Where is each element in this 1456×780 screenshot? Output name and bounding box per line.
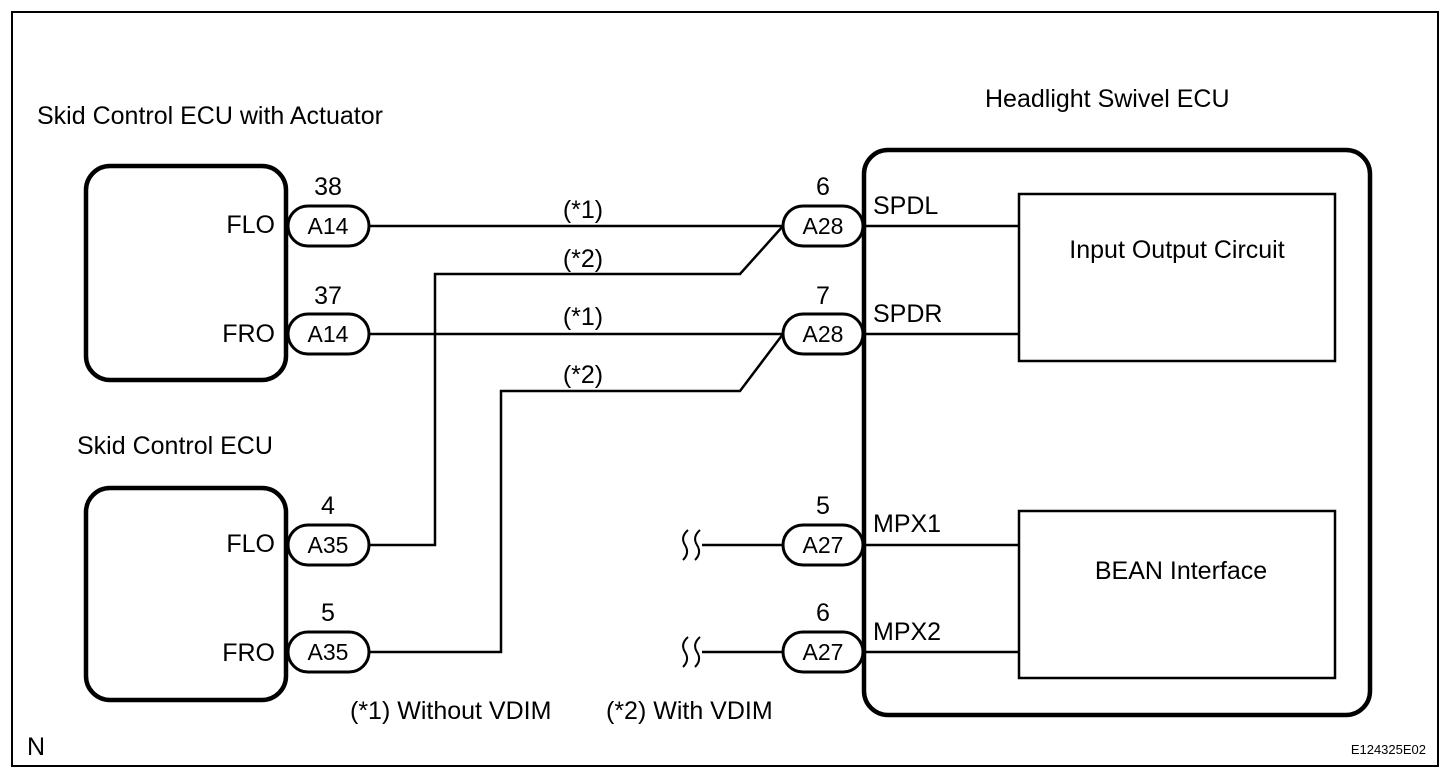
- skid-actuator-ecu-box: [83, 163, 289, 383]
- bean-interface-label: BEAN Interface: [1095, 557, 1267, 585]
- legend-without-vdim: (*1) Without VDIM: [350, 697, 551, 725]
- connector-code: A28: [803, 321, 844, 347]
- wire-break-icon: [682, 529, 701, 561]
- connector-pin-number: 5: [816, 492, 830, 520]
- connector-code: A14: [308, 213, 349, 239]
- connector-a35-4: 4 A35: [286, 492, 371, 567]
- connector-a35-5: 5 A35: [286, 599, 371, 674]
- wire-note-with-vdim: (*2): [563, 245, 603, 273]
- connector-pin-number: 4: [321, 492, 335, 520]
- connector-code: A14: [308, 321, 349, 347]
- skid-ecu-title: Skid Control ECU: [77, 432, 273, 460]
- wires: [369, 224, 1019, 654]
- connector-body: [286, 523, 371, 567]
- connector-a28-7: 7 A28: [781, 282, 865, 356]
- connector-body: [286, 312, 371, 356]
- connector-code: A27: [803, 639, 844, 665]
- wire-fro-vdim: [369, 333, 784, 654]
- connector-pin-number: 6: [816, 599, 830, 627]
- corner-letter: N: [27, 733, 45, 761]
- connector-a27-5: 5 A27: [781, 492, 865, 567]
- pin-label-spdr: SPDR: [873, 300, 942, 328]
- connector-body: [286, 630, 371, 674]
- skid-actuator-ecu-title: Skid Control ECU with Actuator: [37, 102, 383, 130]
- connector-body: [781, 630, 865, 674]
- connector-body: [781, 312, 865, 356]
- connector-body: [286, 204, 371, 248]
- connector-code: A35: [308, 532, 349, 558]
- connector-code: A27: [803, 532, 844, 558]
- pin-label-flo: FLO: [226, 530, 275, 558]
- pin-label-fro: FRO: [222, 639, 275, 667]
- wire-note-without-vdim: (*1): [563, 196, 603, 224]
- connector-pin-number: 38: [314, 173, 342, 201]
- wire-note-with-vdim: (*2): [563, 361, 603, 389]
- connector-a14-37: 37 A14: [286, 282, 371, 356]
- diagram-frame: [11, 11, 1439, 767]
- wire-break-icon: [682, 636, 701, 668]
- pin-label-flo: FLO: [226, 211, 275, 239]
- pin-label-spdl: SPDL: [873, 192, 938, 220]
- legend-with-vdim: (*2) With VDIM: [606, 697, 773, 725]
- input-output-circuit-label: Input Output Circuit: [1069, 236, 1284, 264]
- wire-note-without-vdim: (*1): [563, 303, 603, 331]
- connector-code: A28: [803, 213, 844, 239]
- connector-code: A35: [308, 639, 349, 665]
- connector-a27-6: 6 A27: [781, 599, 865, 674]
- connector-body: [781, 523, 865, 567]
- connector-pin-number: 5: [321, 599, 335, 627]
- wire-flo-vdim: [369, 225, 784, 547]
- pin-label-mpx1: MPX1: [873, 510, 941, 538]
- connector-body: [781, 204, 865, 248]
- headlight-swivel-ecu-title: Headlight Swivel ECU: [985, 85, 1230, 113]
- bean-interface-block: [1017, 509, 1337, 680]
- skid-ecu-box: [83, 485, 289, 703]
- pin-label-fro: FRO: [222, 320, 275, 348]
- input-output-circuit-block: [1017, 192, 1337, 363]
- connector-pin-number: 37: [314, 282, 342, 310]
- connector-pin-number: 7: [816, 282, 830, 310]
- connector-a14-38: 38 A14: [286, 173, 371, 248]
- connector-pin-number: 6: [816, 173, 830, 201]
- pin-label-mpx2: MPX2: [873, 618, 941, 646]
- connector-a28-6: 6 A28: [781, 173, 865, 248]
- figure-code: E124325E02: [1351, 742, 1426, 757]
